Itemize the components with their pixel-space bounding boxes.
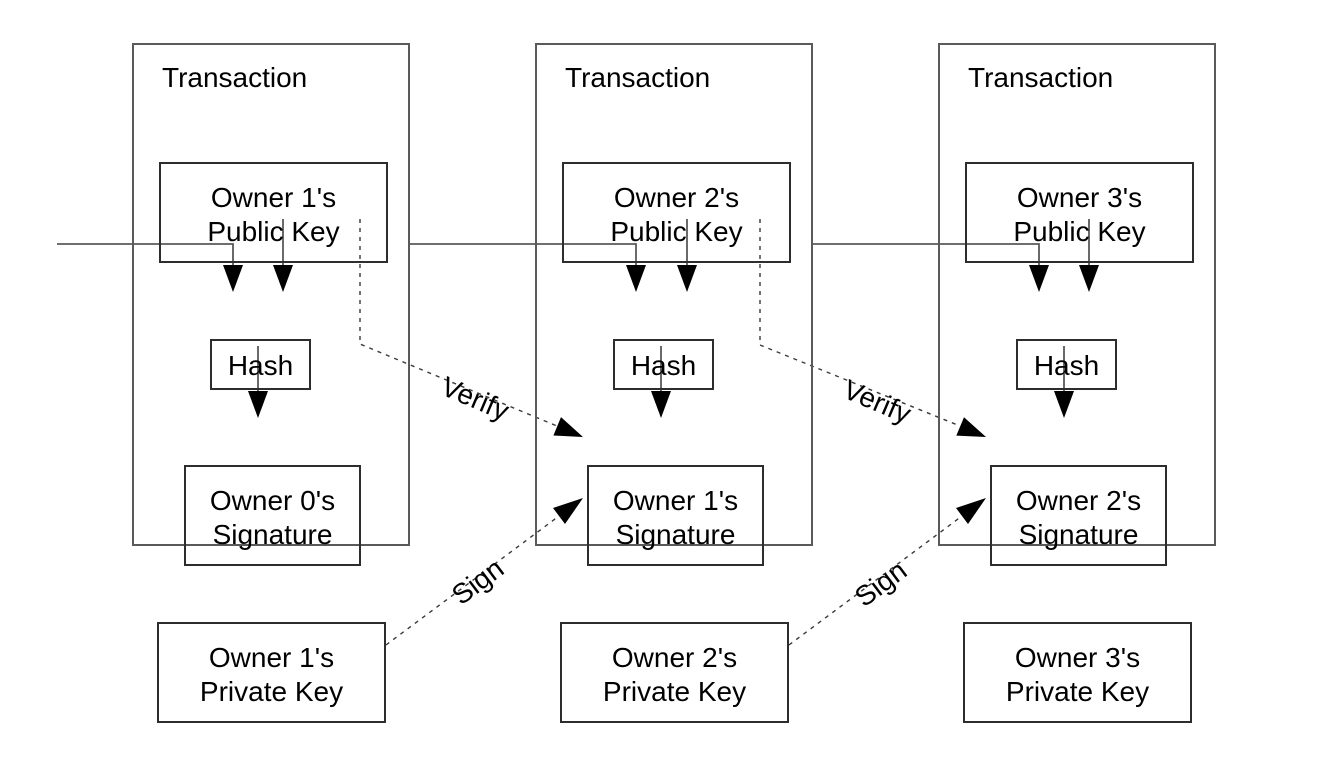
hash-label: Hash bbox=[227, 349, 294, 381]
owner-0-signature-box: Owner 0's Signature bbox=[184, 465, 361, 566]
owner-1-public-key-box: Owner 1's Public Key bbox=[159, 162, 388, 263]
owner-1-signature-box: Owner 1's Signature bbox=[587, 465, 764, 566]
signature-label-line2: Signature bbox=[1018, 518, 1139, 550]
public-key-label-line1: Owner 2's bbox=[613, 181, 740, 213]
sign-arrowhead-icon bbox=[553, 498, 583, 524]
private-key-label-line2: Private Key bbox=[602, 675, 747, 707]
transaction-1-box: Transaction Owner 1's Public Key Hash Ow… bbox=[132, 43, 410, 566]
signature-label-line1: Owner 1's bbox=[612, 484, 739, 516]
signature-label-line1: Owner 2's bbox=[1015, 484, 1142, 516]
transaction-3-box: Transaction Owner 3's Public Key Hash Ow… bbox=[938, 43, 1216, 566]
public-key-label-line1: Owner 1's bbox=[210, 181, 337, 213]
verify-arrowhead-icon bbox=[553, 417, 583, 437]
signature-label-line2: Signature bbox=[212, 518, 333, 550]
transaction-1-title: Transaction bbox=[162, 62, 308, 93]
owner-2-signature-box: Owner 2's Signature bbox=[990, 465, 1167, 566]
transaction-2-box: Transaction Owner 2's Public Key Hash Ow… bbox=[535, 43, 813, 566]
arrowhead-icon bbox=[1079, 265, 1099, 292]
private-key-label-line1: Owner 2's bbox=[611, 641, 738, 673]
arrowhead-icon bbox=[1054, 391, 1074, 418]
owner-2-private-key-box: Owner 2's Private Key bbox=[560, 622, 789, 723]
hash-box-3: Hash bbox=[1016, 339, 1117, 390]
chain-line-into-hash-2 bbox=[410, 243, 637, 267]
sign-arrowhead-icon bbox=[956, 498, 986, 524]
transaction-2-title: Transaction bbox=[565, 62, 711, 93]
transaction-3-title: Transaction bbox=[968, 62, 1114, 93]
arrowhead-icon bbox=[273, 265, 293, 292]
signature-label-line2: Signature bbox=[615, 518, 736, 550]
hash-label: Hash bbox=[1033, 349, 1100, 381]
private-key-label-line1: Owner 3's bbox=[1014, 641, 1141, 673]
arrowhead-icon bbox=[1029, 265, 1049, 292]
signature-label-line1: Owner 0's bbox=[209, 484, 336, 516]
arrowhead-icon bbox=[223, 265, 243, 292]
arrowhead-icon bbox=[651, 391, 671, 418]
public-key-label-line2: Public Key bbox=[1013, 215, 1146, 247]
owner-2-public-key-box: Owner 2's Public Key bbox=[562, 162, 791, 263]
hash-box-2: Hash bbox=[613, 339, 714, 390]
chain-line-into-hash-3 bbox=[813, 243, 1040, 267]
chain-line-into-hash-1 bbox=[57, 243, 234, 267]
owner-3-private-key-box: Owner 3's Private Key bbox=[963, 622, 1192, 723]
owner-3-public-key-box: Owner 3's Public Key bbox=[965, 162, 1194, 263]
arrowhead-icon bbox=[626, 265, 646, 292]
verify-dashed-line-2 bbox=[759, 219, 961, 427]
owner-1-private-key-box: Owner 1's Private Key bbox=[157, 622, 386, 723]
arrowhead-icon bbox=[248, 391, 268, 418]
verify-arrowhead-icon bbox=[956, 417, 986, 437]
private-key-label-line2: Private Key bbox=[1005, 675, 1150, 707]
hash-label: Hash bbox=[630, 349, 697, 381]
public-key-label-line1: Owner 3's bbox=[1016, 181, 1143, 213]
private-key-label-line1: Owner 1's bbox=[208, 641, 335, 673]
public-key-label-line2: Public Key bbox=[610, 215, 743, 247]
hash-box-1: Hash bbox=[210, 339, 311, 390]
public-key-label-line2: Public Key bbox=[207, 215, 340, 247]
arrowhead-icon bbox=[677, 265, 697, 292]
private-key-label-line2: Private Key bbox=[199, 675, 344, 707]
